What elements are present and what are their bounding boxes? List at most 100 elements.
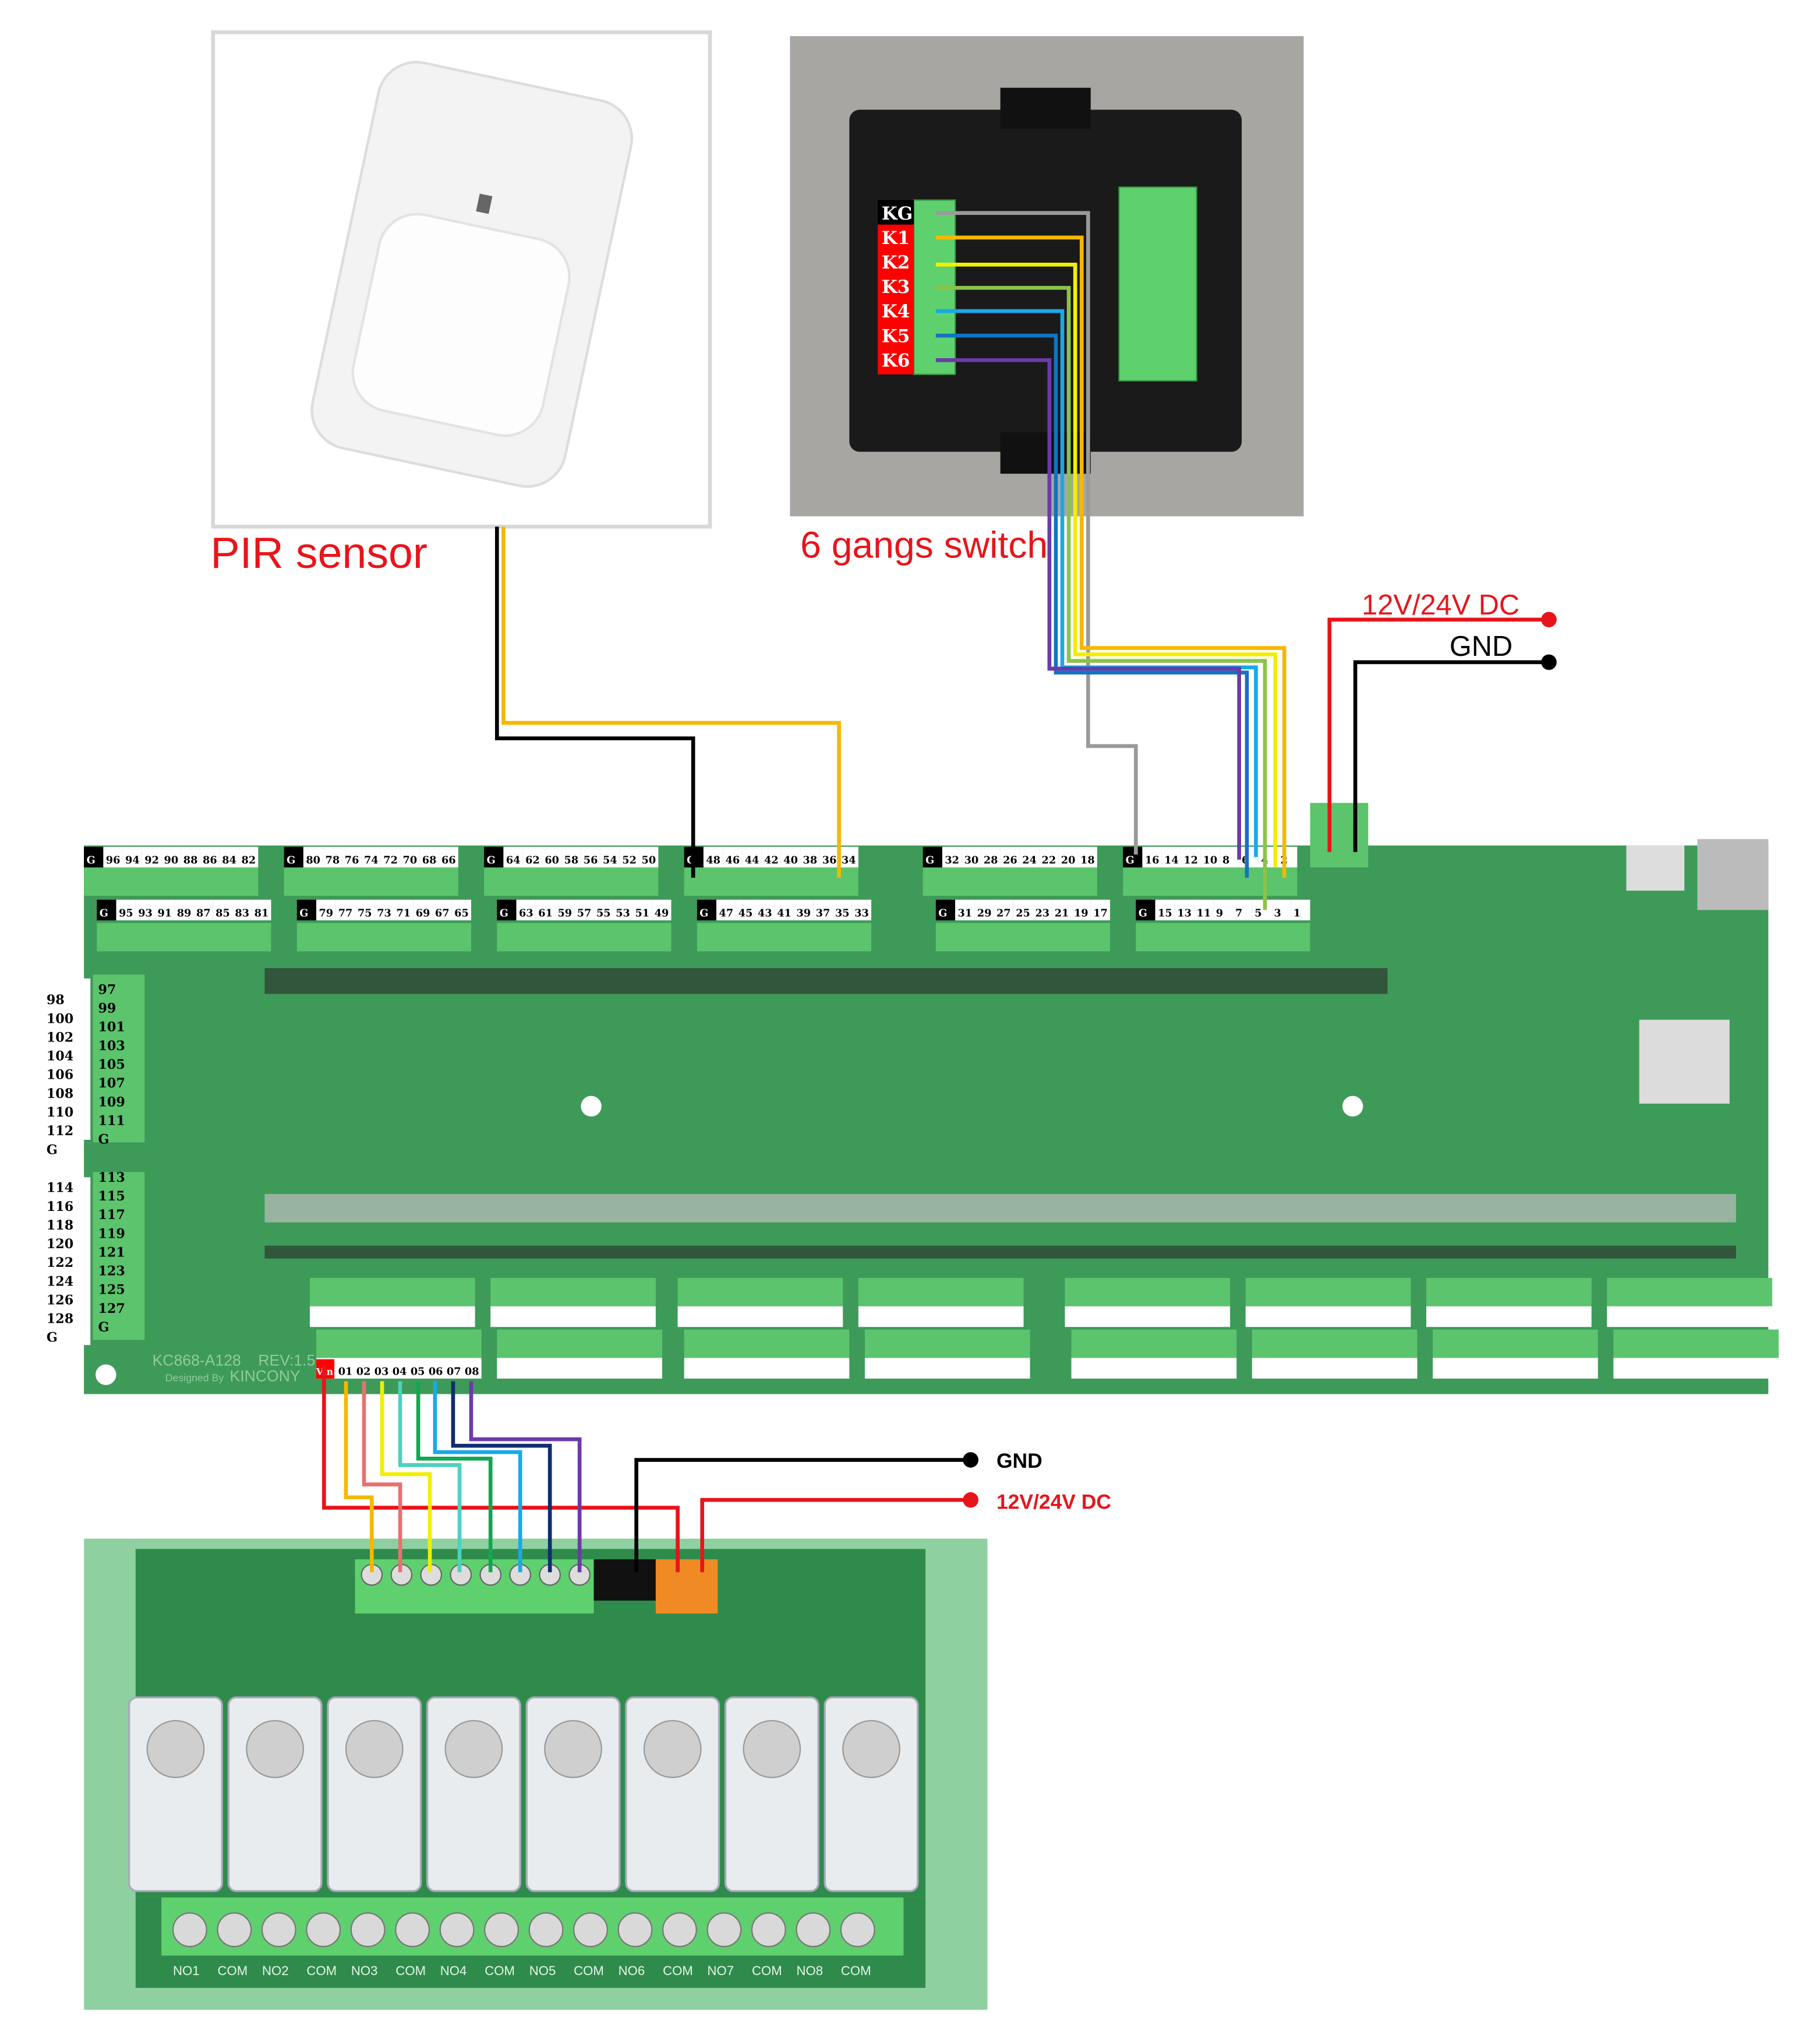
terminal-number: 26 xyxy=(1003,854,1017,867)
wire-pir-black xyxy=(494,527,695,878)
wire-power-bottom-gnd xyxy=(634,1458,971,1573)
screw-terminal[interactable] xyxy=(350,1912,386,1948)
terminal-number: 7 xyxy=(1235,907,1242,920)
terminal-block xyxy=(84,867,259,896)
relay-terminal-label: NO1 xyxy=(173,1963,200,1978)
terminal-number: 79 xyxy=(319,907,333,920)
relay-terminal-label: NO8 xyxy=(796,1963,823,1978)
terminal-block xyxy=(484,867,659,896)
terminal-number: 94 xyxy=(125,854,140,867)
screw-terminal[interactable] xyxy=(395,1912,430,1948)
screw-terminal[interactable] xyxy=(662,1912,697,1948)
switch-label: 6 gangs switch xyxy=(800,524,1048,566)
power-bottom-vdc-label: 12V/24V DC xyxy=(996,1490,1111,1514)
relay-terminal-label: COM xyxy=(218,1963,248,1978)
terminal-number: 25 xyxy=(1016,907,1030,920)
wire-k6 xyxy=(935,358,1241,860)
terminal-number: 73 xyxy=(377,907,391,920)
wire-k1 xyxy=(935,235,1287,878)
screw-terminal[interactable] xyxy=(306,1912,341,1948)
screw-terminal[interactable] xyxy=(484,1912,519,1948)
wire-vin xyxy=(322,1365,680,1573)
terminal-number: 9 xyxy=(1216,907,1223,920)
terminal-number: 13 xyxy=(1177,907,1192,920)
terminal-number: 71 xyxy=(396,907,411,920)
terminal-number: 90 xyxy=(164,854,179,867)
terminal-number: 34 xyxy=(842,854,856,867)
controller-board: GG96959493929190898887868584838281GG8079… xyxy=(38,803,1779,1394)
terminal-number: 53 xyxy=(616,907,630,920)
terminal-number: 80 xyxy=(306,854,320,867)
terminal-number: 5 xyxy=(1254,907,1261,920)
terminal-number: 39 xyxy=(796,907,811,920)
terminal-number: 110 xyxy=(47,1105,73,1120)
screw-terminal[interactable] xyxy=(617,1912,653,1948)
terminal-number: 57 xyxy=(577,907,592,920)
board-revision: REV:1.5 xyxy=(258,1352,315,1369)
wire-k2 xyxy=(935,262,1278,868)
switch-terminal-label: K5 xyxy=(882,326,910,347)
terminal-number: 70 xyxy=(403,854,418,867)
wires xyxy=(322,211,1549,1573)
terminal-number: 10 xyxy=(1203,854,1218,867)
screw-terminal[interactable] xyxy=(751,1912,786,1948)
screw-terminal[interactable] xyxy=(573,1912,608,1948)
terminal-number: 115 xyxy=(98,1189,125,1204)
terminal-number: 77 xyxy=(338,907,353,920)
wire-out05 xyxy=(416,1381,493,1573)
terminal-number: 17 xyxy=(1093,907,1108,920)
screw-terminal[interactable] xyxy=(439,1912,475,1948)
screw-terminal[interactable] xyxy=(706,1912,742,1948)
terminal-number: 27 xyxy=(996,907,1011,920)
switch-terminal-label: KG xyxy=(882,203,913,224)
power-top-gnd-label: GND xyxy=(1450,631,1512,662)
relay-terminal-label: NO7 xyxy=(708,1963,734,1978)
terminal-number: 64 xyxy=(506,854,521,867)
terminal-number: 125 xyxy=(98,1283,125,1298)
terminal-block xyxy=(1123,867,1298,896)
terminal-number: 106 xyxy=(47,1068,73,1083)
wire-out01 xyxy=(344,1381,374,1573)
terminal-number: 99 xyxy=(98,1001,116,1016)
screw-terminal[interactable] xyxy=(261,1912,296,1948)
relay-terminal-label: COM xyxy=(752,1963,782,1978)
relay-terminal-label: NO5 xyxy=(529,1963,556,1978)
terminal-number: 121 xyxy=(98,1245,125,1260)
screw-terminal[interactable] xyxy=(796,1912,831,1948)
switch-terminal-label: K6 xyxy=(882,350,910,371)
terminal-number: 30 xyxy=(964,854,979,867)
wire-out04 xyxy=(398,1381,462,1573)
terminal-number: 76 xyxy=(345,854,359,867)
terminal-number: 55 xyxy=(596,907,611,920)
screw-terminal[interactable] xyxy=(528,1912,564,1948)
terminal-block xyxy=(497,923,672,952)
terminal-number: 23 xyxy=(1035,907,1049,920)
terminal-number: 68 xyxy=(422,854,437,867)
output-pin-label: 08 xyxy=(465,1365,479,1377)
terminal-number: 62 xyxy=(525,854,540,867)
terminal-number: 74 xyxy=(364,854,379,867)
relay-terminal-label: COM xyxy=(574,1963,604,1978)
terminal-number: 49 xyxy=(655,907,669,920)
screw-terminal[interactable] xyxy=(217,1912,252,1948)
terminal-number: 91 xyxy=(157,907,172,920)
terminal-number: 82 xyxy=(242,854,256,867)
terminal-number: 88 xyxy=(183,854,198,867)
wire-out03 xyxy=(380,1381,432,1573)
terminal-number: 85 xyxy=(215,907,230,920)
terminal-number: 111 xyxy=(98,1113,125,1128)
terminal-number: 48 xyxy=(706,854,720,867)
terminal-number: 20 xyxy=(1061,854,1076,867)
output-pin-label: 02 xyxy=(356,1365,371,1377)
power-endpoints xyxy=(963,612,1557,1508)
screw-terminal[interactable] xyxy=(172,1912,207,1948)
terminal-number: G xyxy=(47,1142,58,1157)
screw-terminal[interactable] xyxy=(840,1912,875,1948)
wire-power-top-gnd xyxy=(1353,660,1549,852)
terminal-number: 52 xyxy=(622,854,637,867)
terminal-number: 43 xyxy=(758,907,772,920)
wire-out07 xyxy=(451,1381,552,1573)
terminal-number: 67 xyxy=(435,907,450,920)
